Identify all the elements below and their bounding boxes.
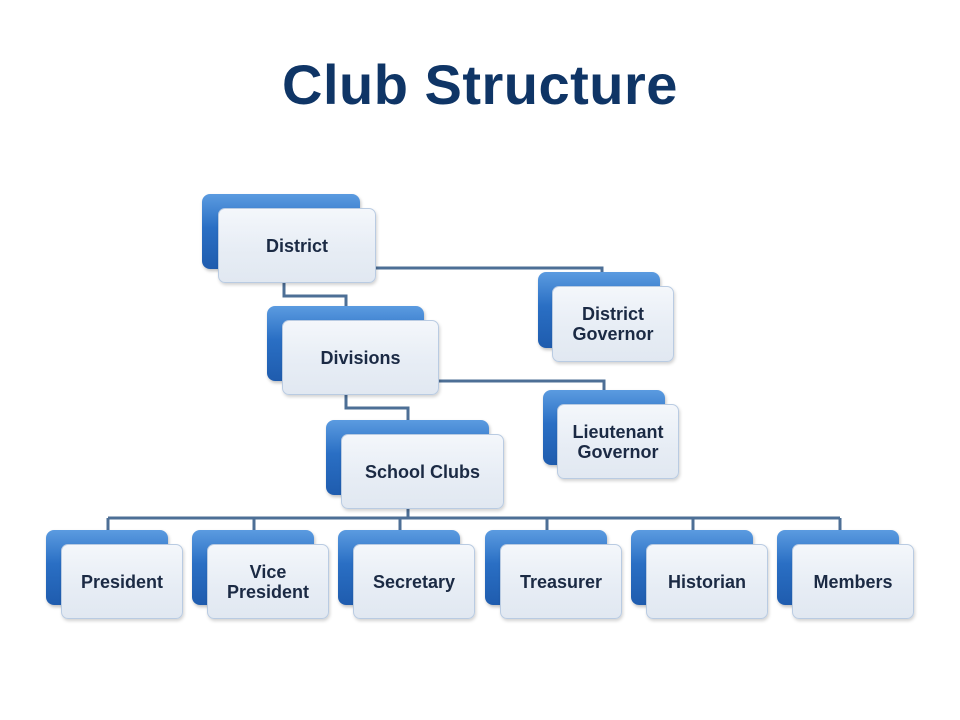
node-secretary-label: Secretary xyxy=(372,571,456,592)
node-district-governor-label: District Governor xyxy=(572,304,654,344)
slide-title: Club Structure xyxy=(282,53,678,116)
node-members: Members xyxy=(777,530,914,619)
node-historian-label: Historian xyxy=(667,571,746,592)
node-district: District xyxy=(202,194,376,284)
node-school-clubs: School Clubs xyxy=(326,420,504,509)
node-divisions-label: Divisions xyxy=(320,347,401,368)
node-lieutenant-governor-label: Lieutenant Governor xyxy=(572,421,664,462)
node-divisions: Divisions xyxy=(267,306,439,395)
connector-district-divisions xyxy=(282,283,348,308)
node-president-label: President xyxy=(80,571,164,592)
node-treasurer-label: Treasurer xyxy=(519,571,603,592)
node-members-label: Members xyxy=(813,571,893,592)
connector-divisions-lieutenant xyxy=(437,379,606,391)
node-secretary: Secretary xyxy=(338,530,475,619)
node-historian: Historian xyxy=(631,530,768,619)
node-president: President xyxy=(46,530,183,619)
node-lieutenant-governor: Lieutenant Governor xyxy=(543,390,679,479)
node-district-governor: District Governor xyxy=(538,272,674,362)
node-school-clubs-label: School Clubs xyxy=(364,461,480,482)
node-vice-president-label: Vice President xyxy=(226,561,310,602)
connector-divisions-schoolclubs xyxy=(344,394,410,420)
node-district-label: District xyxy=(265,235,328,256)
node-treasurer: Treasurer xyxy=(485,530,622,619)
node-vice-president: Vice President xyxy=(192,530,329,619)
